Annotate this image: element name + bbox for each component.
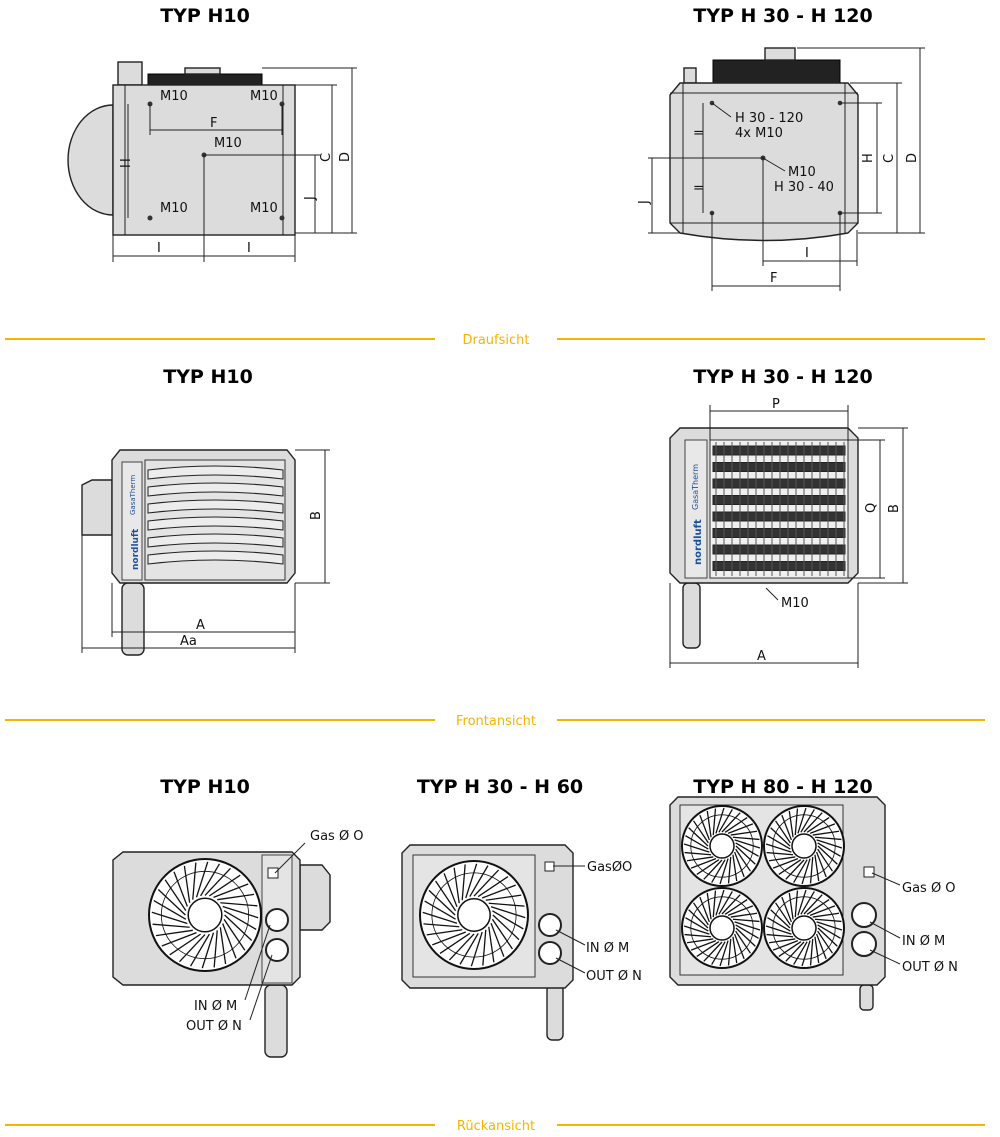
dim-h: H — [861, 153, 876, 163]
label-equal: = — [693, 181, 704, 196]
louvres — [712, 442, 846, 576]
label-gas: Gas Ø O — [310, 829, 364, 844]
label-m10: M10 — [781, 596, 809, 611]
burner-cover — [67, 104, 114, 216]
label-m10: M10 — [160, 89, 188, 104]
label-out: OUT Ø N — [902, 960, 958, 975]
section-label-front-view: Frontansicht — [456, 714, 536, 729]
label-m10: M10 — [160, 201, 188, 216]
label-out: OUT Ø N — [186, 1019, 242, 1034]
dim-a: A — [757, 649, 766, 664]
louvres — [147, 465, 284, 565]
dim-i: I — [247, 241, 251, 256]
condensate-pipe — [546, 984, 564, 1041]
dim-f: F — [770, 271, 777, 286]
brand-logo: nordluft — [131, 528, 141, 570]
rear-view-h30-60: GasØO IN Ø M OUT Ø N — [401, 844, 642, 1041]
dim-j: J — [637, 200, 652, 205]
fan-icon — [681, 805, 763, 887]
product-name: GasaTherm — [129, 475, 137, 515]
label-gas: GasØO — [587, 860, 632, 875]
label-gas: Gas Ø O — [902, 881, 956, 896]
title-rear-h10: TYP H10 — [160, 776, 250, 798]
title-rear-h30-60: TYP H 30 - H 60 — [417, 776, 583, 798]
front-view-h30-120: nordluft GasaTherm P Q B A M10 — [669, 397, 908, 668]
title-rear-h80-120: TYP H 80 - H 120 — [693, 776, 873, 798]
fan-block — [147, 73, 263, 87]
label-4x-m10: 4x M10 — [735, 126, 783, 141]
title-top-h10: TYP H10 — [160, 5, 250, 27]
fan-icon — [763, 887, 845, 969]
condensate-pipe — [121, 582, 145, 656]
condensate-pipe — [264, 984, 288, 1058]
label-m10: M10 — [250, 89, 278, 104]
fan-icon — [763, 805, 845, 887]
label-m10: M10 — [214, 136, 242, 151]
fan-block — [712, 59, 841, 84]
gas-connector — [117, 61, 143, 86]
dim-d: D — [338, 152, 353, 162]
title-top-h30-120: TYP H 30 - H 120 — [693, 5, 873, 27]
dim-j: J — [303, 196, 318, 201]
top-view-h10: M10 M10 M10 M10 M10 F H I I J C D — [67, 61, 357, 262]
dim-i: I — [805, 246, 809, 261]
dim-c: C — [319, 153, 334, 162]
front-view-h10: nordluft GasaTherm B A Aa — [81, 449, 330, 656]
label-m10: M10 — [250, 201, 278, 216]
condensate-pipe — [859, 984, 874, 1011]
dim-h: H — [119, 158, 134, 168]
dim-p: P — [772, 397, 780, 412]
condensate-pipe — [682, 582, 701, 649]
label-in: IN Ø M — [586, 941, 629, 956]
dim-b: B — [309, 511, 324, 520]
product-name: GasaTherm — [691, 464, 700, 510]
dim-q: Q — [864, 503, 879, 513]
dim-f: F — [210, 116, 217, 131]
label-h30-40: H 30 - 40 — [774, 180, 834, 195]
title-front-h30-120: TYP H 30 - H 120 — [693, 366, 873, 388]
dim-aa: Aa — [180, 634, 197, 649]
label-m10: M10 — [788, 165, 816, 180]
fan-icon — [681, 887, 763, 969]
top-view-h30-120: H 30 - 120 4x M10 M10 H 30 - 40 = = H C … — [637, 47, 925, 291]
dim-b: B — [887, 504, 902, 513]
rear-view-h80-120: Gas Ø O IN Ø M OUT Ø N — [669, 796, 958, 1011]
fan-icon — [148, 858, 262, 972]
label-in: IN Ø M — [194, 999, 237, 1014]
dim-i: I — [157, 241, 161, 256]
burner-box — [81, 479, 113, 536]
title-front-h10: TYP H10 — [163, 366, 253, 388]
label-h30-120: H 30 - 120 — [735, 111, 803, 126]
dim-c: C — [882, 154, 897, 163]
label-out: OUT Ø N — [586, 969, 642, 984]
housing — [669, 82, 859, 242]
brand-logo: nordluft — [693, 519, 704, 565]
fan-icon — [419, 860, 529, 970]
burner-box — [299, 864, 331, 931]
section-label-top-view: Draufsicht — [462, 333, 529, 348]
label-in: IN Ø M — [902, 934, 945, 949]
dim-a: A — [196, 618, 205, 633]
label-equal: = — [693, 126, 704, 141]
dim-d: D — [905, 153, 920, 163]
rear-view-h10: Gas Ø O IN Ø M OUT Ø N — [112, 829, 364, 1058]
section-label-rear-view: Rückansicht — [457, 1119, 535, 1134]
